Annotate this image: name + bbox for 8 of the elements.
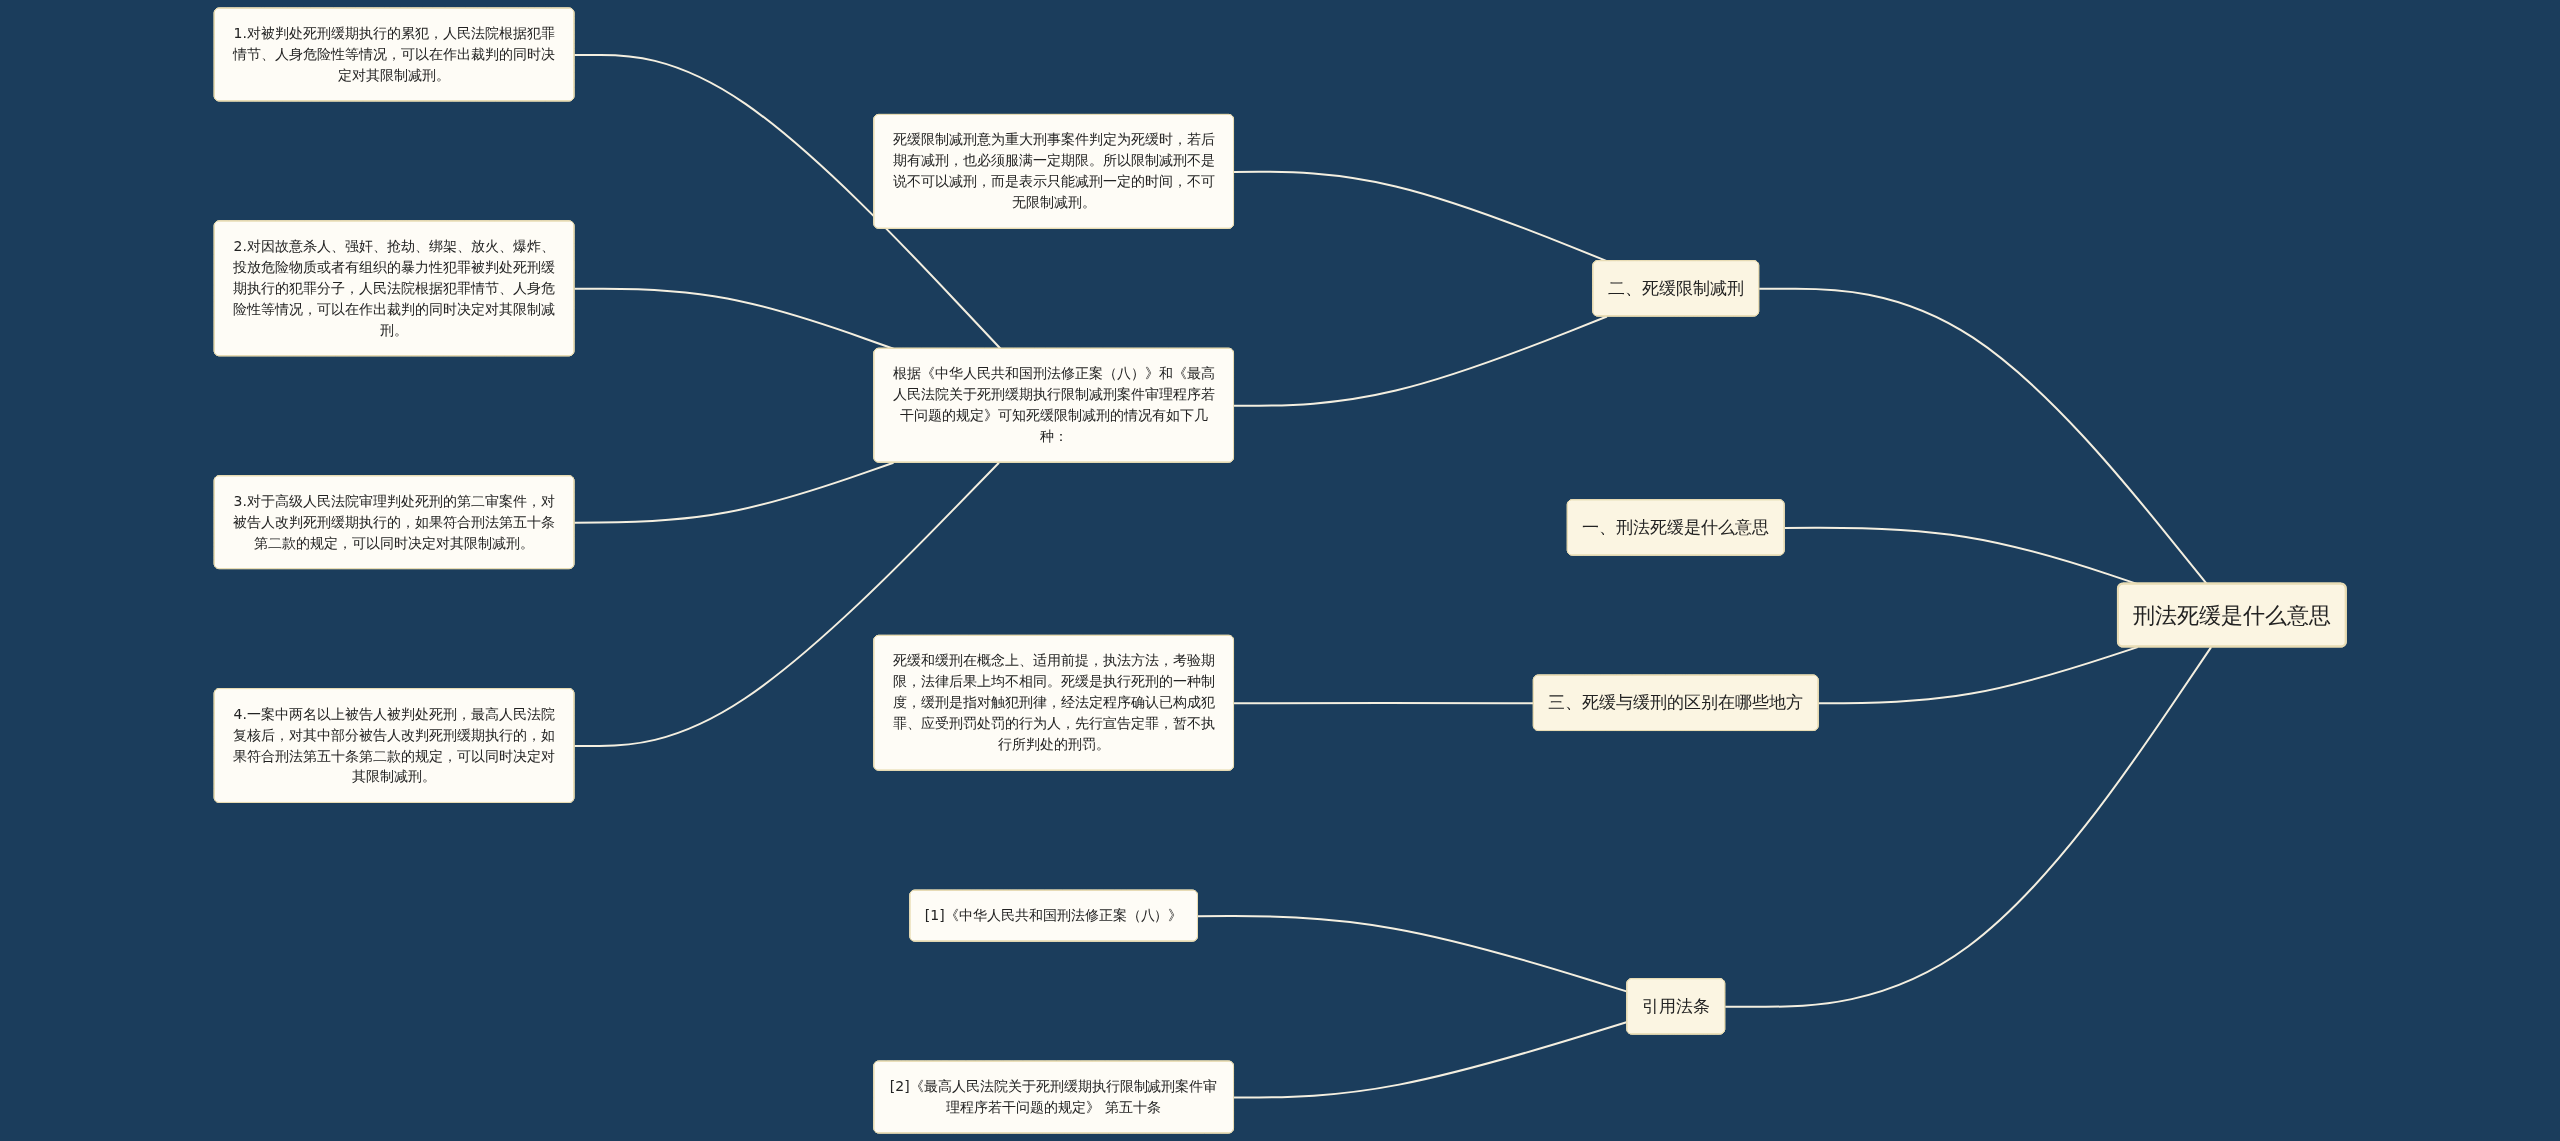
connector — [1233, 315, 1608, 407]
connector — [573, 53, 1002, 350]
connector — [1233, 701, 1535, 705]
connector — [573, 461, 895, 524]
connector — [573, 287, 895, 350]
connector — [1817, 646, 2139, 705]
connector — [573, 461, 1000, 747]
connector — [1724, 646, 2213, 1008]
